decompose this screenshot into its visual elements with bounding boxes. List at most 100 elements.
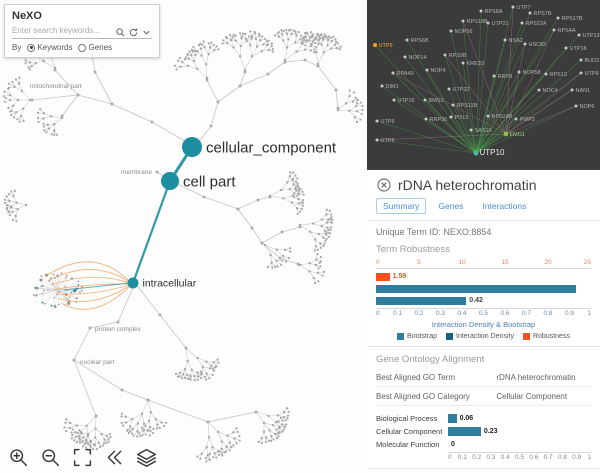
tree-term-label[interactable]: cell part (183, 173, 236, 190)
network-gene-node[interactable] (537, 88, 541, 92)
network-gene-label[interactable]: UTP8 (585, 71, 599, 77)
network-gene-node[interactable] (492, 74, 496, 78)
network-gene-node[interactable] (425, 68, 429, 72)
network-gene-label[interactable]: RPS24B (492, 114, 513, 120)
network-gene-label[interactable]: UTP5 (381, 119, 395, 125)
network-gene-label[interactable]: RPS13 (550, 72, 567, 78)
network-gene-label[interactable]: NOP58 (523, 70, 541, 76)
network-gene-label[interactable]: UTP21 (492, 21, 509, 27)
network-gene-label[interactable]: UTP16 (398, 98, 415, 104)
network-gene-node[interactable] (424, 117, 428, 121)
network-gene-label[interactable]: RPS17B (562, 16, 583, 22)
network-gene-node[interactable] (443, 53, 447, 57)
network-gene-node[interactable] (391, 71, 395, 75)
network-gene-node[interactable] (523, 42, 527, 46)
network-gene-node[interactable] (577, 33, 581, 37)
network-gene-node[interactable] (517, 70, 521, 74)
tree-minor-label[interactable]: membrane (121, 169, 152, 176)
tree-term-node[interactable] (127, 277, 139, 289)
network-gene-label[interactable]: NOP6 (580, 104, 595, 110)
network-gene-node[interactable] (570, 88, 574, 92)
network-gene-node[interactable] (461, 61, 465, 65)
network-gene-label[interactable]: RPS7B (534, 11, 552, 17)
tree-minor-label[interactable]: mitochondrial part (30, 83, 82, 90)
network-gene-label[interactable]: RRP36 (430, 117, 448, 123)
zoom-fit-button[interactable] (72, 447, 93, 468)
radio-keywords[interactable]: Keywords (27, 43, 72, 52)
tree-term-label[interactable]: cellular_component (206, 139, 337, 156)
network-gene-label[interactable]: PWP2 (520, 117, 536, 123)
tab-interactions[interactable]: Interactions (482, 201, 527, 211)
network-gene-label[interactable]: NAN1 (576, 88, 591, 94)
network-gene-node[interactable] (479, 9, 483, 13)
tree-minor-label[interactable]: nuclear part (80, 359, 115, 366)
zoom-in-button[interactable] (8, 447, 29, 468)
network-gene-label[interactable]: RPS22A (526, 21, 547, 27)
network-gene-label[interactable]: RPS9B (449, 53, 467, 59)
network-gene-node[interactable] (503, 38, 507, 42)
network-gene-node[interactable] (528, 11, 532, 15)
reset-icon[interactable] (128, 25, 139, 37)
network-gene-label[interactable]: UTP22 (453, 87, 470, 93)
chevron-down-icon[interactable] (141, 25, 152, 36)
network-gene-node[interactable] (520, 21, 524, 25)
network-gene-node[interactable] (552, 28, 556, 32)
network-gene-label[interactable]: NOC4 (543, 88, 558, 94)
network-gene-label[interactable]: KRE33 (467, 61, 484, 67)
network-gene-node[interactable] (380, 84, 384, 88)
network-gene-label[interactable]: RPS6B (411, 38, 429, 44)
network-gene-label[interactable]: UTP18 (570, 46, 587, 52)
network-gene-label[interactable]: DIM1 (386, 84, 399, 90)
network-gene-label[interactable]: RPA49 (397, 71, 414, 77)
network-gene-node[interactable] (564, 46, 568, 50)
network-gene-label[interactable]: NOP4 (431, 68, 446, 74)
network-gene-node[interactable] (447, 87, 451, 91)
collapse-tree-button[interactable] (104, 447, 125, 468)
zoom-out-button[interactable] (40, 447, 61, 468)
network-gene-label[interactable]: RPS8A (485, 9, 503, 15)
network-gene-label[interactable]: UTP9 (379, 43, 393, 49)
network-gene-node[interactable] (469, 128, 473, 132)
network-gene-label[interactable]: UTP10 (480, 148, 505, 157)
tree-term-label[interactable]: intracellular (143, 278, 197, 290)
network-gene-label[interactable]: POL5 (455, 115, 469, 121)
network-gene-node[interactable] (392, 98, 396, 102)
network-gene-node[interactable] (373, 43, 377, 47)
tree-term-node[interactable] (161, 172, 179, 190)
network-gene-node[interactable] (375, 119, 379, 123)
network-gene-node[interactable] (486, 114, 490, 118)
network-gene-node[interactable] (423, 98, 427, 102)
tab-genes[interactable]: Genes (438, 201, 464, 211)
network-gene-node[interactable] (579, 71, 583, 75)
network-gene-label[interactable]: NSA2 (509, 38, 523, 44)
network-gene-label[interactable]: UTP6 (381, 138, 395, 144)
network-gene-label[interactable]: RRP9 (498, 74, 513, 80)
network-gene-label[interactable]: EMG1 (510, 132, 526, 138)
layers-button[interactable] (136, 447, 157, 468)
network-gene-node[interactable] (403, 55, 407, 59)
network-gene-node[interactable] (511, 5, 515, 9)
network-gene-label[interactable]: NOP14 (409, 55, 427, 61)
network-gene-node[interactable] (544, 72, 548, 76)
network-gene-label[interactable]: RPS11B (457, 103, 478, 109)
network-gene-node[interactable] (514, 117, 518, 121)
network-gene-node[interactable] (579, 58, 583, 62)
network-gene-node[interactable] (449, 115, 453, 119)
network-gene-label[interactable]: NOP56 (455, 29, 473, 35)
network-gene-label[interactable]: RPS18B (467, 19, 488, 25)
tree-term-node[interactable] (182, 137, 202, 157)
radio-genes[interactable]: Genes (78, 43, 112, 52)
network-gene-label[interactable]: UTP7 (517, 5, 531, 11)
network-gene-node[interactable] (449, 29, 453, 33)
network-gene-node[interactable] (556, 16, 560, 20)
network-gene-node[interactable] (461, 19, 465, 23)
network-gene-node[interactable] (473, 150, 479, 156)
search-icon[interactable] (115, 25, 126, 37)
close-button[interactable] (376, 177, 392, 193)
network-gene-label[interactable]: UTP13 (583, 33, 600, 39)
network-gene-label[interactable]: BUD21 (585, 58, 600, 64)
